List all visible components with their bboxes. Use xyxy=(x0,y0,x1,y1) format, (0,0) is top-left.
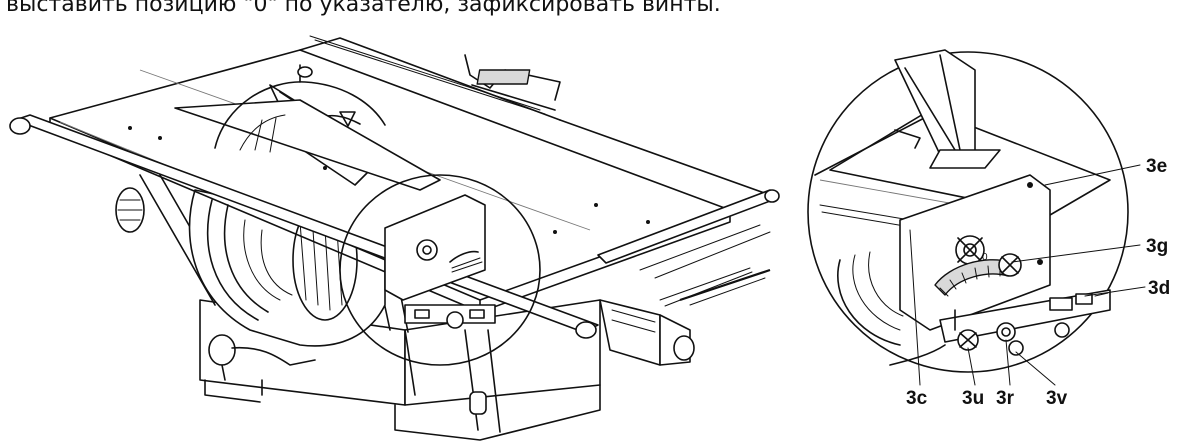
callout-3u: 3u xyxy=(962,388,984,409)
table-saw-illustration xyxy=(9,35,780,441)
callout-3c: 3c xyxy=(906,388,928,409)
detail-zoom-illustration: 0 xyxy=(807,49,1170,409)
instruction-caption: выставить позицию "0" по указателю, зафи… xyxy=(6,0,721,17)
callout-leader-lines xyxy=(909,164,1146,386)
saw-blade-outline xyxy=(214,81,386,153)
side-motor-handle xyxy=(599,268,771,366)
tilt-bracket xyxy=(384,194,496,329)
callout-3d: 3d xyxy=(1148,278,1170,299)
upper-blade-guard xyxy=(174,64,441,191)
height-crank-handle xyxy=(208,334,316,381)
detail-zoom-circle xyxy=(807,51,1129,373)
zoom-lower-guard xyxy=(837,259,901,346)
rear-handle-bracket xyxy=(464,54,561,111)
callout-3g: 3g xyxy=(1146,236,1168,257)
scale-zero-mark: 0 xyxy=(982,252,988,263)
callout-3e: 3e xyxy=(1146,156,1167,177)
zoom-locking-screws xyxy=(889,309,1024,366)
detail-highlight-circle xyxy=(339,174,541,366)
zoom-blade-segment xyxy=(894,49,976,166)
tilt-angle-scale: 0 xyxy=(934,252,1022,297)
callout-3r: 3r xyxy=(996,388,1015,409)
callout-3v: 3v xyxy=(1046,388,1068,409)
zoom-front-rail xyxy=(939,289,1111,343)
